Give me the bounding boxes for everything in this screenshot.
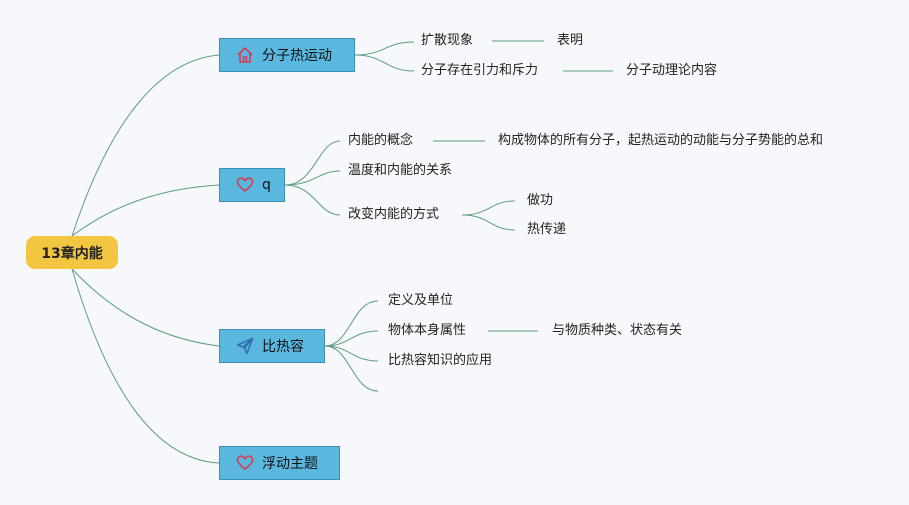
subtopic-work[interactable]: 做功 [527,193,554,208]
topic-label: 分子热运动 [262,48,332,64]
home-icon [236,46,254,64]
subtopic-definition-unit[interactable]: 定义及单位 [388,293,454,308]
subtopic-molecular-theory[interactable]: 分子动理论内容 [626,63,718,78]
topic-label: 比热容 [262,339,304,355]
subtopic-indicates[interactable]: 表明 [557,33,584,48]
subtopic-temperature-relation[interactable]: 温度和内能的关系 [348,163,453,178]
subtopic-material-state[interactable]: 与物质种类、状态有关 [552,323,683,338]
topic-q[interactable]: q [219,168,285,202]
topic-label: 浮动主题 [262,456,318,472]
subtopic-diffusion[interactable]: 扩散现象 [421,33,474,48]
subtopic-internal-energy-concept[interactable]: 内能的概念 [348,133,414,148]
root-topic[interactable]: 13章内能 [26,236,118,269]
heart-icon [236,176,254,194]
subtopic-change-methods[interactable]: 改变内能的方式 [348,207,440,222]
send-icon [236,337,254,355]
topic-label: q [262,177,271,193]
subtopic-concept-definition[interactable]: 构成物体的所有分子，起热运动的动能与分子势能的总和 [498,133,824,148]
topic-floating[interactable]: 浮动主题 [219,446,340,480]
subtopic-heat-transfer[interactable]: 热传递 [527,222,567,237]
subtopic-attraction-repulsion[interactable]: 分子存在引力和斥力 [421,63,539,78]
topic-molecular-motion[interactable]: 分子热运动 [219,38,355,72]
subtopic-applications[interactable]: 比热容知识的应用 [388,353,493,368]
heart-icon [236,454,254,472]
topic-specific-heat[interactable]: 比热容 [219,329,325,363]
subtopic-intrinsic-property[interactable]: 物体本身属性 [388,323,467,338]
